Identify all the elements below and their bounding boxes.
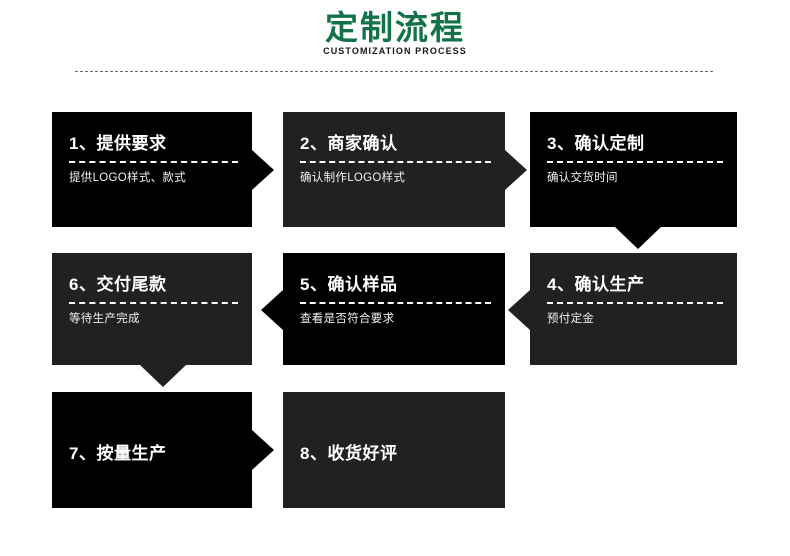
step-7-panel [52,392,252,508]
arrow-left-icon-step-5 [261,290,283,330]
process-step-5[interactable]: 5、确认样品 查看是否符合要求 [261,253,505,365]
step-1-title: 1、提供要求 [69,134,167,153]
page-subtitle: CUSTOMIZATION PROCESS [323,46,467,56]
step-2-divider [300,161,491,163]
page-header: 定制流程 CUSTOMIZATION PROCESS [0,0,790,96]
step-4-title: 4、确认生产 [547,275,645,294]
step-6-description: 等待生产完成 [69,313,140,325]
step-6-panel [52,253,252,365]
step-6-title: 6、交付尾款 [69,275,167,294]
step-2-panel [283,112,505,227]
arrow-down-icon-step-6 [140,365,186,387]
step-4-panel [530,253,737,365]
process-step-8[interactable]: 8、收货好评 [283,392,505,508]
arrow-down-icon-step-3 [615,227,661,249]
step-3-divider [547,161,723,163]
step-5-description: 查看是否符合要求 [300,313,395,325]
page-title: 定制流程 [325,9,465,46]
step-5-divider [300,302,491,304]
arrow-left-icon-step-4 [508,290,530,330]
process-step-7[interactable]: 7、按量生产 [52,392,274,508]
process-step-1[interactable]: 1、提供要求 提供LOGO样式、款式 [52,112,274,227]
step-5-panel [283,253,505,365]
process-step-2[interactable]: 2、商家确认 确认制作LOGO样式 [283,112,527,227]
step-1-divider [69,161,238,163]
step-5-title: 5、确认样品 [300,275,398,294]
process-step-4[interactable]: 4、确认生产 预付定金 [508,253,737,365]
step-4-divider [547,302,723,304]
process-step-6[interactable]: 6、交付尾款 等待生产完成 [52,253,252,387]
step-2-title: 2、商家确认 [300,134,398,153]
arrow-right-icon-step-2 [505,150,527,190]
step-1-panel [52,112,252,227]
step-7-title: 7、按量生产 [69,444,167,463]
arrow-right-icon-step-1 [252,150,274,190]
step-3-title: 3、确认定制 [547,134,645,153]
step-1-description: 提供LOGO样式、款式 [69,172,187,184]
step-3-panel [530,112,737,227]
header-dashed-divider [75,71,713,72]
step-2-description: 确认制作LOGO样式 [300,172,406,184]
step-3-description: 确认交货时间 [547,172,618,184]
process-step-3[interactable]: 3、确认定制 确认交货时间 [530,112,737,249]
step-4-description: 预付定金 [547,313,595,325]
step-8-panel [283,392,505,508]
step-6-divider [69,302,238,304]
arrow-right-icon-step-7 [252,430,274,470]
step-8-title: 8、收货好评 [300,444,398,463]
